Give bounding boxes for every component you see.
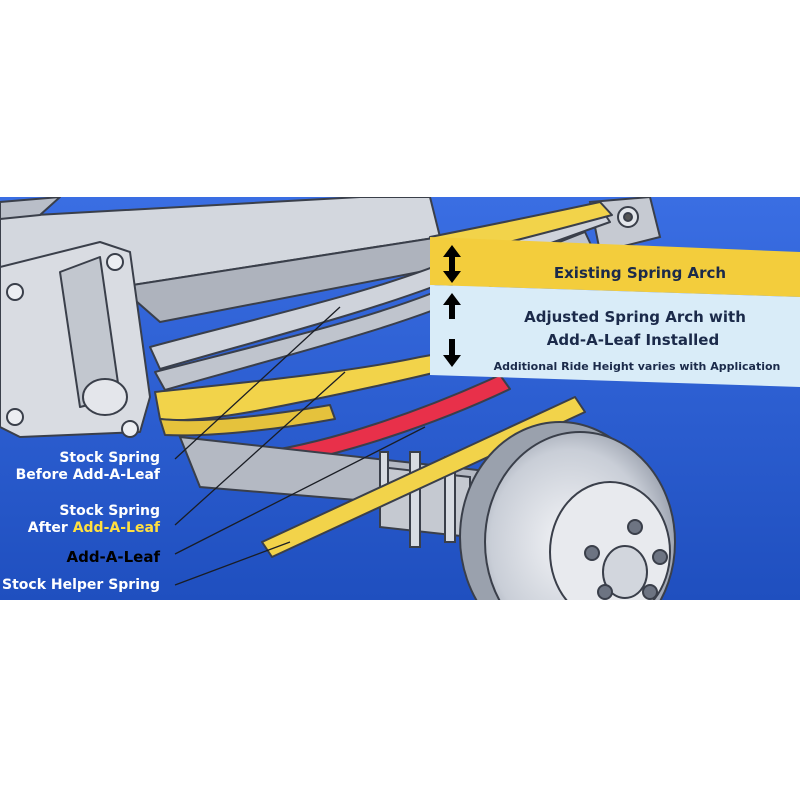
label-stock-after-line2: After Add-A-Leaf [28,520,160,537]
u-bolts [379,451,456,548]
existing-arch-callout: Existing Spring Arch [430,237,800,297]
label-stock-before-line2: Before Add-A-Leaf [15,467,160,483]
label-stock-after-highlight: Add-A-Leaf [72,520,160,536]
adjusted-arch-callout: Adjusted Spring Arch with Add-A-Leaf Ins… [430,285,800,387]
label-stock-after-line1: Stock Spring [59,503,160,519]
adjusted-arch-text-line1: Adjusted Spring Arch with [524,308,746,326]
label-stock-helper-spring: Stock Helper Spring [2,577,160,593]
ride-height-note: Additional Ride Height varies with Appli… [494,360,781,373]
arch-arrows [443,245,461,367]
stock-helper-spring [261,396,586,558]
suspension-diagram: Existing Spring Arch Adjusted Spring Arc… [0,195,800,653]
label-add-a-leaf: Add-A-Leaf [66,548,160,566]
label-stock-before-line1: Stock Spring [59,450,160,466]
illustration-panel: Existing Spring Arch Adjusted Spring Arc… [0,195,800,653]
down-arrow-icon [443,339,461,367]
existing-arch-text: Existing Spring Arch [554,264,726,282]
adjusted-arch-text-line2: Add-A-Leaf Installed [547,331,719,349]
label-stock-spring-after: Stock Spring After Add-A-Leaf [28,503,160,537]
label-stock-after-prefix: After [27,520,68,536]
leader-lines [174,306,426,586]
front-hanger-bracket [0,241,151,438]
label-stock-spring-before: Stock Spring Before Add-A-Leaf [16,450,160,484]
up-arrow-icon [443,293,461,319]
double-arrow-icon [443,245,461,283]
brake-drum [459,421,676,653]
